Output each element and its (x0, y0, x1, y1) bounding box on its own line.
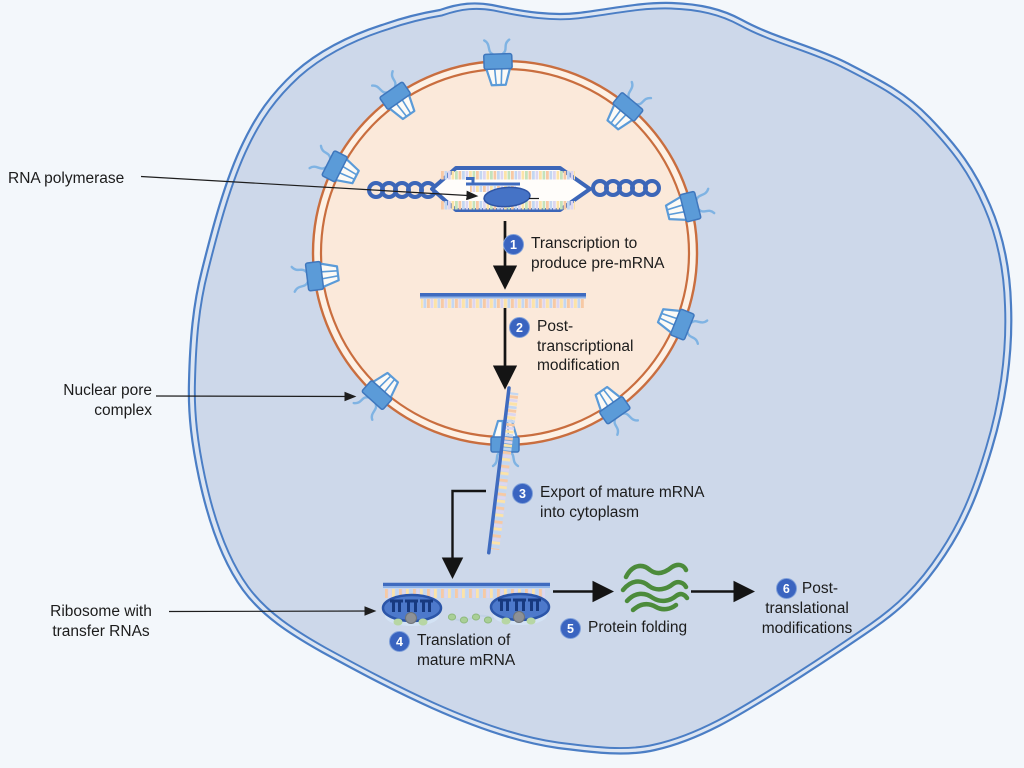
step-6-badge: 6 (775, 578, 797, 599)
nascent-mrna-bases (470, 186, 516, 192)
step-5-protein-folding: 5 Protein folding (560, 618, 687, 639)
ribosome-icon (489, 592, 551, 625)
mature-mrna (487, 386, 519, 555)
rna-polymerase-icon (483, 186, 531, 208)
ribosome-icon (381, 593, 443, 626)
rna-polymerase-pointer (140, 175, 479, 201)
arrow-export (441, 489, 486, 579)
step-1-badge: 1 (503, 234, 524, 255)
label-lines (140, 175, 539, 616)
flow-arrows (441, 221, 755, 603)
step-2-badge: 2 (509, 317, 530, 338)
polypeptide-chain (447, 613, 495, 624)
step-6-post-translational: 6 Post- translational modifications (761, 578, 853, 637)
nascent-mrna (466, 177, 520, 186)
ribosome-pointer (168, 606, 377, 616)
step-4-badge: 4 (389, 631, 410, 652)
translation-mrna (383, 582, 550, 598)
ribosome-label: Ribosome with transfer RNAs (50, 603, 152, 640)
nuclear-pore-pointer (155, 391, 357, 402)
step-1-transcription: 1 Transcription to produce pre-mRNA (503, 234, 665, 273)
step-5-badge: 5 (560, 618, 581, 639)
pre-mrna (420, 293, 586, 308)
step-3-badge: 3 (512, 483, 533, 504)
dna-coil-right (591, 179, 661, 197)
folded-protein-icon (620, 562, 690, 613)
nuclear-pore-label: Nuclear pore complex (63, 382, 152, 419)
rna-polymerase-label: RNA polymerase (8, 170, 125, 187)
step-2-modification: 2 Post- transcriptional modification (509, 317, 634, 376)
step-4-translation: 4 Translation of mature mRNA (389, 631, 515, 670)
dna-bases-top (441, 171, 575, 180)
step-3-export: 3 Export of mature mRNA into cytoplasm (512, 483, 705, 522)
